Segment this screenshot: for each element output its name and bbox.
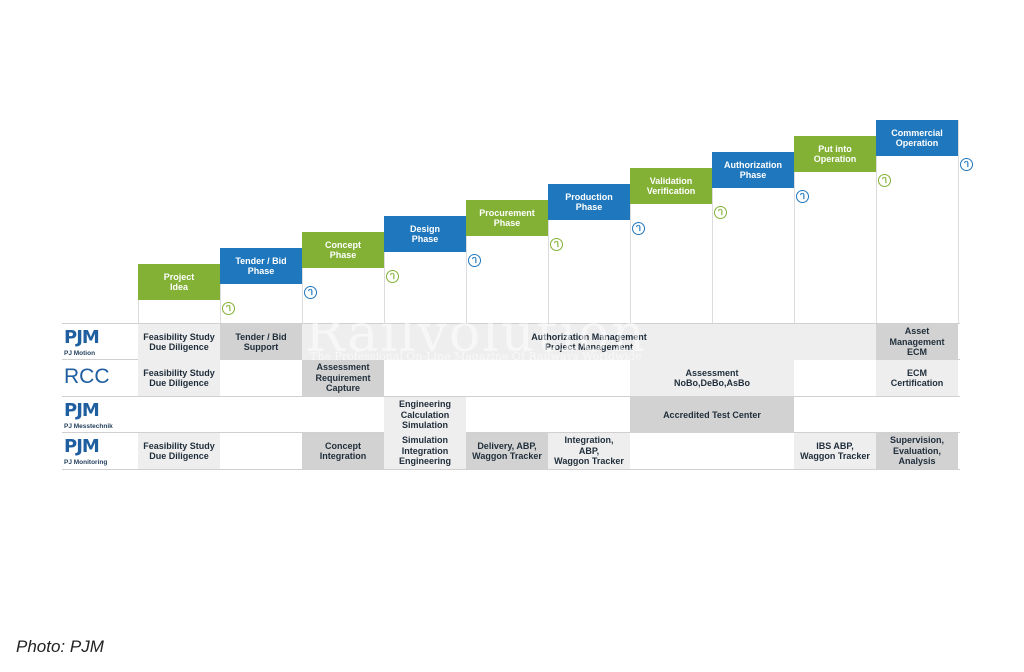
logo-subtitle: PJ Monitoring [64,459,108,466]
service-cell: Feasibility Study Due Diligence [138,360,220,396]
phase-badge-icon: ᒉ [386,270,399,283]
service-cell: Supervision, Evaluation, Analysis [876,433,958,469]
column-divider [876,136,877,324]
column-divider [384,232,385,324]
row-divider [62,469,960,470]
phase-badge-icon: ᒉ [468,254,481,267]
service-cell: Assessment NoBo,DeBo,AsBo [630,360,794,396]
company-logo: PJM PJ Motion [62,324,136,360]
service-cell: Asset Management ECM [876,324,958,360]
logo-mark: PJM [64,400,100,421]
service-cell: Authorization Management Project Managem… [302,324,876,360]
column-divider [630,184,631,324]
watermark-tagline: The Professional On-Line Magazine Of Rai… [310,350,642,363]
company-logo: RCC [62,360,136,396]
row-divider [62,432,960,433]
phase-box: Authorization Phase [712,152,794,188]
phase-badge-icon: ᒉ [550,238,563,251]
column-divider [958,120,959,324]
service-cell: Engineering Calculation Simulation [384,397,466,433]
logo-mark: PJM [64,436,100,457]
phase-badge-icon: ᒉ [796,190,809,203]
phase-badge-icon: ᒉ [878,174,891,187]
phase-box: Concept Phase [302,232,384,268]
phase-box: Validation Verification [630,168,712,204]
service-cell: Accredited Test Center [630,397,794,433]
phase-box: Tender / Bid Phase [220,248,302,284]
company-logo: PJM PJ Messtechnik [62,397,136,433]
service-cell: Simulation Integration Engineering [384,433,466,469]
column-divider [466,216,467,324]
phase-badge-icon: ᒉ [960,158,973,171]
phase-box: Put into Operation [794,136,876,172]
logo-mark: PJM [64,327,100,348]
phase-badge-icon: ᒉ [714,206,727,219]
phase-box: Design Phase [384,216,466,252]
photo-credit: Photo: PJM [16,637,104,656]
column-divider [712,168,713,324]
phase-box: Commercial Operation [876,120,958,156]
column-divider [794,152,795,324]
service-cell: Concept Integration [302,433,384,469]
service-cell: Feasibility Study Due Diligence [138,433,220,469]
row-divider [62,323,960,324]
logo-subtitle: PJ Motion [64,350,96,357]
column-divider [548,200,549,324]
service-cell: IBS ABP, Waggon Tracker [794,433,876,469]
column-divider [302,248,303,324]
company-logo: PJM PJ Monitoring [62,433,136,469]
phase-box: Project Idea [138,264,220,300]
logo-subtitle: PJ Messtechnik [64,423,113,430]
service-cell: Delivery, ABP, Waggon Tracker [466,433,548,469]
service-cell: Feasibility Study Due Diligence [138,324,220,360]
phase-badge-icon: ᒉ [222,302,235,315]
service-cell: Tender / Bid Support [220,324,302,360]
watermark-title: Railvolution [305,304,647,364]
service-cell: Assessment Requirement Capture [302,360,384,396]
phase-badge-icon: ᒉ [304,286,317,299]
service-cell: Integration, ABP, Waggon Tracker [548,433,630,469]
logo-mark: RCC [64,365,110,388]
service-cell: ECM Certification [876,360,958,396]
phase-box: Procurement Phase [466,200,548,236]
phase-box: Production Phase [548,184,630,220]
phase-badge-icon: ᒉ [632,222,645,235]
row-divider [62,396,960,397]
column-divider [220,264,221,324]
